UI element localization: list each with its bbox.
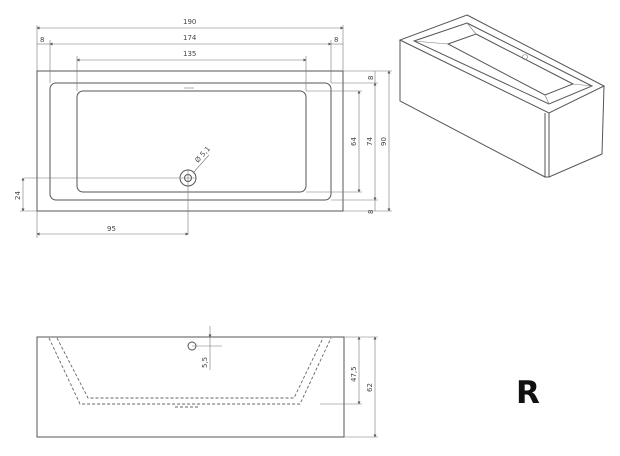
- isometric-view: [398, 14, 606, 178]
- tub-inner-edge: [49, 82, 332, 201]
- side-outer-outline: [36, 336, 345, 438]
- dim-overall-width: 90: [380, 137, 388, 146]
- side-view-height-dimensions: 47,5 62: [320, 336, 378, 438]
- dim-inner-length: 174: [183, 34, 197, 42]
- tub-basin-floor: [76, 90, 307, 193]
- top-view: Ø 5,1: [24, 70, 344, 235]
- dim-drain-offset-y: 24: [14, 191, 22, 200]
- top-view-width-dimensions: 90 74 64 8 8: [306, 70, 392, 214]
- dim-top-rim: 8: [367, 76, 375, 80]
- drain-diameter-label: Ø 5,1: [194, 145, 213, 164]
- dim-basin-length: 135: [183, 50, 196, 58]
- dim-basin-width: 64: [350, 137, 358, 146]
- dim-left-rim: 8: [40, 36, 44, 44]
- iso-end-side: [548, 85, 605, 178]
- dim-overall-height: 62: [366, 383, 374, 392]
- iso-front-side: [399, 40, 546, 178]
- tub-outer-rim: [36, 70, 344, 212]
- drain-leader: [192, 154, 210, 174]
- iso-rim-outer: [398, 14, 606, 114]
- drain-position-dimensions: 24 95: [14, 177, 189, 238]
- dim-overall-length: 190: [183, 18, 196, 26]
- dim-right-rim: 8: [334, 36, 338, 44]
- dim-overflow-offset: 5,5: [201, 357, 209, 368]
- side-view: 5,5: [36, 326, 345, 438]
- top-view-length-dimensions: 190 174 135 8 8: [36, 18, 344, 91]
- dim-inner-width: 74: [366, 137, 374, 146]
- iso-overflow-hole: [522, 54, 528, 60]
- dim-inner-depth: 47,5: [350, 366, 358, 382]
- dim-drain-offset-x: 95: [107, 225, 116, 233]
- variant-label: R: [516, 375, 540, 411]
- side-inner-basin-inner: [56, 337, 324, 399]
- dim-bottom-rim: 8: [367, 210, 375, 214]
- side-inner-basin-outer: [48, 337, 332, 405]
- iso-rim-inner: [412, 22, 594, 105]
